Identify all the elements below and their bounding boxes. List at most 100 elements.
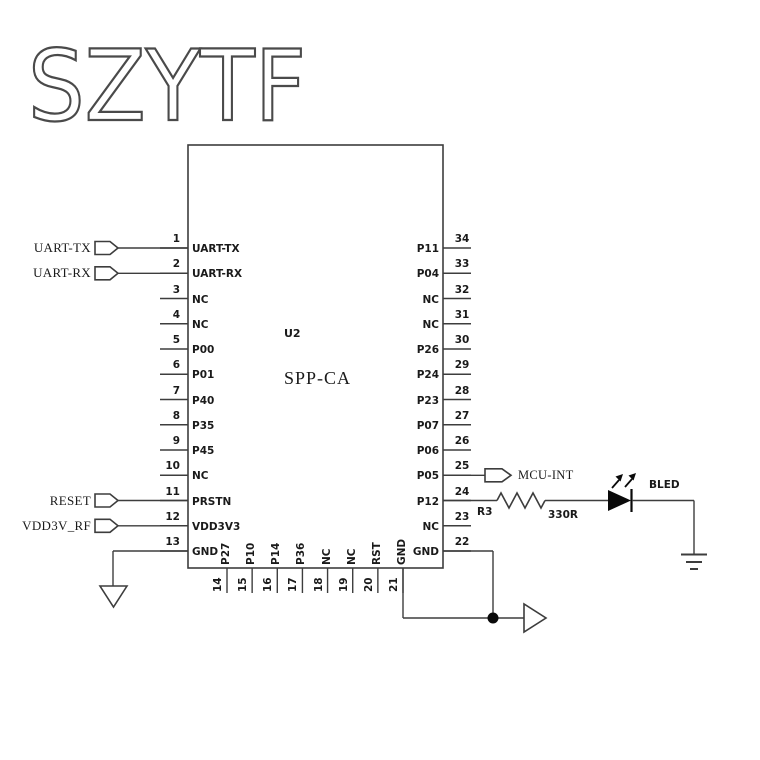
pin-name-right: NC [422, 318, 440, 331]
pin-number-left: 13 [165, 536, 180, 548]
pin-name-bottom: NC [320, 548, 333, 566]
net-label-uart-rx: UART-RX [33, 265, 91, 280]
left-net-wires [118, 247, 188, 527]
resistor-value: 330R [548, 509, 579, 521]
pin-name-bottom: RST [370, 542, 383, 565]
pin-number-right: 28 [454, 384, 470, 397]
pin-name-right: P26 [416, 344, 439, 356]
ic-part-name: SPP-CA [284, 368, 352, 388]
pin-number-left: 4 [172, 308, 180, 321]
pin-name-right: P06 [416, 445, 439, 457]
gnd-bottom-net [402, 550, 548, 634]
pin-name-right: P24 [416, 369, 439, 382]
pin-name-left: PRSTN [192, 495, 232, 508]
led-branch [443, 473, 707, 570]
pin-number-bottom: 20 [362, 577, 375, 592]
net-label-uart-tx: UART-TX [33, 240, 91, 255]
net-label-vdd3v-rf: VDD3V_RF [22, 518, 91, 533]
pin-number-left: 3 [172, 283, 180, 296]
pin-number-left: 1 [172, 233, 180, 245]
pin-name-right: P23 [416, 394, 439, 407]
pin-number-right: 33 [454, 258, 470, 271]
pin-number-bottom: 15 [237, 577, 250, 592]
pin-name-right: P05 [416, 470, 439, 483]
pin-name-left: P45 [192, 445, 215, 457]
pin-name-bottom: GND [396, 538, 408, 565]
pin-name-left: UART-TX [192, 243, 240, 255]
pin-name-left: NC [192, 470, 209, 483]
pin-name-right: NC [422, 520, 440, 533]
pin-name-bottom: P10 [245, 542, 258, 565]
ic-body [187, 144, 444, 569]
pin-number-left: 10 [165, 460, 180, 473]
pin-number-right: 34 [454, 233, 470, 245]
pin-number-bottom: 16 [262, 577, 275, 592]
pin-number-bottom: 17 [287, 577, 300, 592]
pin-number-right: 31 [454, 308, 470, 321]
pin-name-right: P11 [416, 243, 439, 255]
pin-number-bottom: 18 [312, 577, 325, 592]
pin-name-right: P04 [416, 268, 439, 281]
pin-name-right: NC [422, 293, 440, 306]
earth-ground-icon [681, 553, 707, 570]
pin-number-left: 5 [172, 334, 180, 346]
pin-number-right: 27 [454, 409, 470, 422]
pin-name-left: VDD3V3 [192, 520, 241, 533]
vdd-connector-icon [94, 518, 120, 534]
led-diode-icon [608, 490, 631, 511]
gnd13-net [98, 550, 188, 609]
pin-name-left: NC [192, 318, 209, 331]
pin-name-bottom: P36 [295, 542, 308, 565]
mcu-int-net [443, 467, 513, 483]
pin-number-right: 23 [454, 510, 470, 523]
pin-number-left: 6 [172, 359, 180, 372]
pin-number-right: 24 [454, 485, 470, 498]
led-net-label: BLED [649, 479, 680, 491]
pin-name-right: P12 [416, 495, 439, 508]
ic-refdes: U2 [284, 327, 301, 340]
pin-name-right: GND [412, 546, 439, 558]
pin-name-bottom: P27 [220, 542, 232, 565]
pin-name-bottom: NC [345, 548, 358, 566]
uart-tx-connector-icon [94, 240, 120, 256]
pin-number-left: 12 [165, 510, 180, 523]
pin-name-bottom: P14 [270, 542, 283, 565]
pin-number-right: 29 [454, 359, 470, 372]
mcu-int-connector-icon [484, 467, 513, 483]
resistor-refdes: R3 [477, 506, 493, 518]
watermark-logo: SZYTF [28, 30, 306, 144]
pin-name-left: P00 [192, 344, 215, 356]
pin-name-right: P07 [416, 419, 439, 432]
ground-triangle-icon [98, 585, 129, 609]
uart-rx-connector-icon [94, 265, 120, 281]
pin-number-left: 11 [165, 485, 180, 498]
pin-number-bottom: 14 [212, 577, 224, 592]
net-triangle-icon [523, 602, 548, 634]
pin-number-left: 7 [172, 384, 180, 397]
junction-dot [487, 612, 499, 624]
pin-number-right: 25 [454, 460, 470, 473]
pin-number-right: 22 [454, 536, 470, 548]
pin-number-left: 8 [172, 409, 180, 422]
pin-number-right: 30 [454, 334, 470, 346]
pin-number-right: 32 [454, 283, 470, 296]
reset-connector-icon [94, 493, 120, 508]
left-connector-flags [94, 240, 120, 534]
pin-name-left: P01 [192, 369, 215, 382]
pin-name-left: P40 [192, 394, 215, 407]
pin-name-left: P35 [192, 419, 215, 432]
pin-name-left: NC [192, 293, 209, 306]
net-label-mcu-int: MCU-INT [518, 468, 574, 482]
pin-name-left: GND [192, 546, 219, 558]
pin-number-bottom: 19 [337, 577, 350, 592]
pin-number-left: 9 [172, 435, 180, 447]
resistor-icon [496, 491, 546, 510]
pin-number-bottom: 21 [388, 577, 400, 592]
pin-number-left: 2 [172, 258, 180, 271]
pin-number-right: 26 [454, 435, 470, 447]
pin-name-left: UART-RX [192, 268, 243, 281]
led-arrows-icon [611, 473, 636, 489]
